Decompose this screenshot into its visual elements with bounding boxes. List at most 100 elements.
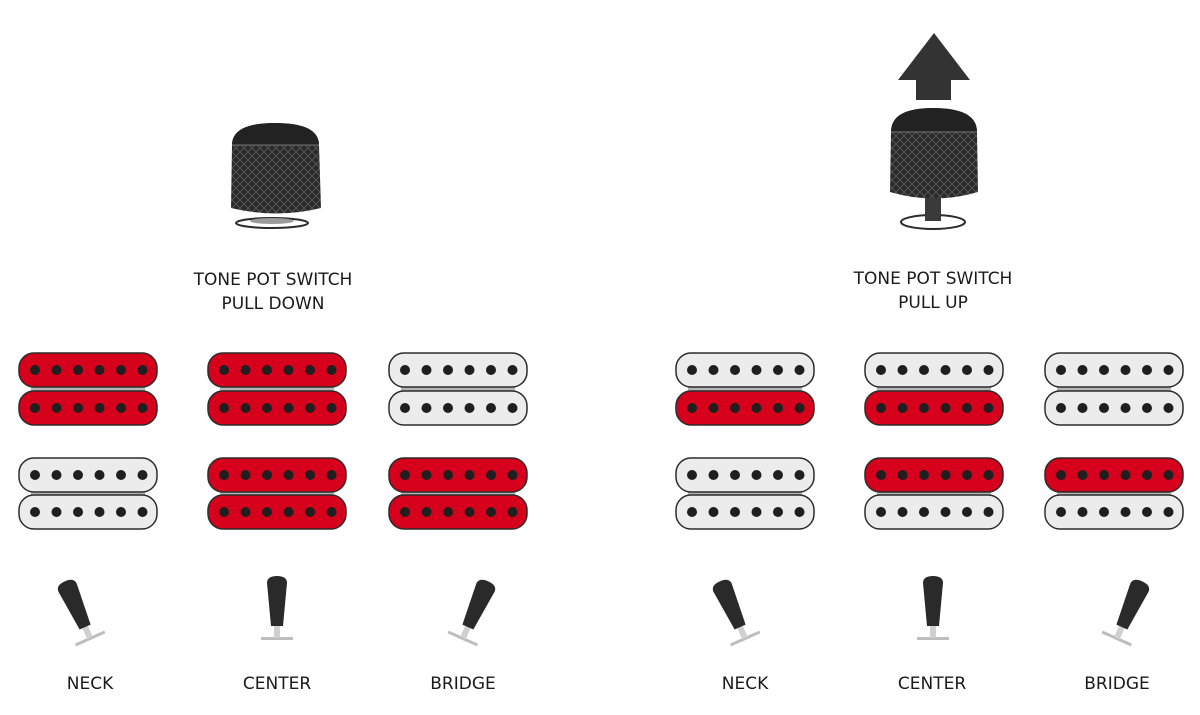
pole-piece (983, 470, 994, 480)
coil-2 (388, 494, 528, 530)
pole-piece (730, 507, 740, 517)
pole-piece (326, 365, 337, 375)
coil-1 (18, 352, 158, 388)
coil-divider (877, 489, 991, 497)
pole-piece (30, 470, 40, 480)
position-label: NECK (67, 674, 114, 694)
coil-2 (864, 494, 1004, 530)
pole-piece (1163, 470, 1174, 480)
humbucker-upper (18, 352, 158, 426)
coil-2 (207, 494, 347, 530)
coil-1 (207, 352, 347, 388)
pole-piece (1077, 507, 1088, 517)
pole-piece (876, 365, 886, 375)
pole-piece (730, 470, 740, 480)
position-bridge: BRIDGE (1044, 352, 1184, 694)
pole-piece (1056, 470, 1066, 480)
humbucker-upper (864, 352, 1004, 426)
pole-piece (751, 507, 762, 517)
pole-piece (400, 365, 410, 375)
pole-piece (443, 470, 453, 480)
coil-divider (220, 384, 334, 392)
up-arrow-icon (898, 33, 970, 100)
position-label: BRIDGE (430, 674, 496, 694)
pole-piece (137, 403, 148, 413)
pole-piece (400, 507, 410, 517)
position-neck: NECK (18, 352, 158, 694)
pole-piece (51, 470, 62, 480)
pole-piece (1077, 365, 1088, 375)
humbucker-lower (388, 457, 528, 530)
pole-piece (73, 507, 83, 517)
pole-piece (443, 403, 453, 413)
pole-piece (751, 403, 762, 413)
pole-piece (443, 365, 453, 375)
pole-piece (486, 403, 496, 413)
title-line-2: PULL UP (898, 293, 968, 313)
coil-divider (31, 384, 145, 392)
pole-piece (1077, 470, 1088, 480)
pole-piece (486, 365, 496, 375)
coil-2 (207, 390, 347, 426)
pole-piece (305, 365, 315, 375)
coil-divider (220, 489, 334, 497)
pole-piece (240, 470, 251, 480)
pole-piece (219, 507, 229, 517)
pole-piece (507, 507, 518, 517)
pole-piece (464, 365, 475, 375)
pole-piece (708, 403, 719, 413)
pole-piece (919, 365, 929, 375)
pole-piece (794, 403, 805, 413)
pole-piece (305, 470, 315, 480)
pole-piece (687, 365, 697, 375)
pole-piece (305, 507, 315, 517)
pole-piece (773, 365, 783, 375)
coil-1 (675, 352, 815, 388)
pole-piece (962, 365, 972, 375)
humbucker-upper (207, 352, 347, 426)
pole-piece (464, 403, 475, 413)
pole-piece (262, 470, 272, 480)
coil-1 (207, 457, 347, 493)
humbucker-upper (1044, 352, 1184, 426)
pole-piece (687, 507, 697, 517)
pole-piece (940, 403, 951, 413)
pole-piece (751, 470, 762, 480)
pole-piece (137, 470, 148, 480)
pole-piece (919, 507, 929, 517)
pole-piece (94, 365, 105, 375)
pole-piece (1099, 507, 1109, 517)
pole-piece (730, 403, 740, 413)
pole-piece (794, 470, 805, 480)
pole-piece (137, 507, 148, 517)
humbucker-lower (18, 457, 158, 530)
pole-piece (262, 507, 272, 517)
pole-piece (262, 365, 272, 375)
pole-piece (897, 470, 908, 480)
pole-piece (1120, 403, 1131, 413)
pole-piece (940, 507, 951, 517)
coil-1 (675, 457, 815, 493)
pole-piece (94, 403, 105, 413)
pole-piece (1142, 403, 1152, 413)
coil-2 (675, 390, 815, 426)
humbucker-lower (207, 457, 347, 530)
pole-piece (283, 365, 294, 375)
title-line-2: PULL DOWN (221, 294, 324, 314)
pole-piece (983, 403, 994, 413)
pole-piece (1099, 470, 1109, 480)
pole-piece (73, 470, 83, 480)
position-label: NECK (722, 674, 769, 694)
pole-piece (1099, 403, 1109, 413)
selector-lever-icon (57, 579, 106, 647)
coil-1 (1044, 457, 1184, 493)
coil-divider (401, 384, 515, 392)
pole-piece (51, 507, 62, 517)
humbucker-lower (675, 457, 815, 530)
pole-piece (794, 365, 805, 375)
pole-piece (1120, 365, 1131, 375)
tone-knob-up (890, 108, 978, 230)
pole-piece (1056, 507, 1066, 517)
pole-piece (51, 365, 62, 375)
